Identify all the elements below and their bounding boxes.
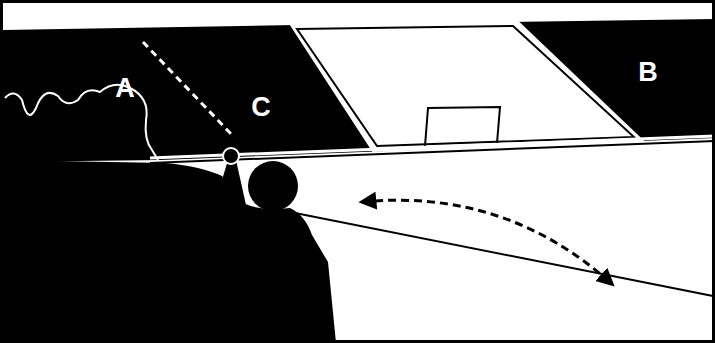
stands <box>3 19 715 162</box>
region-label: A <box>115 75 135 102</box>
raised-fist <box>223 148 239 164</box>
key-box <box>425 107 500 146</box>
region-label: C <box>251 94 271 121</box>
baseline <box>150 141 715 163</box>
region-label: B <box>638 59 658 86</box>
spectator-silhouette <box>3 160 336 343</box>
ball-path-arrow <box>362 200 612 284</box>
spectator-head <box>248 161 298 211</box>
raised-arm <box>222 160 246 205</box>
crowd-outline <box>5 85 158 160</box>
key-area <box>297 26 634 146</box>
key-outer <box>291 21 643 151</box>
sight-line <box>143 42 233 136</box>
floor-line <box>290 212 713 296</box>
